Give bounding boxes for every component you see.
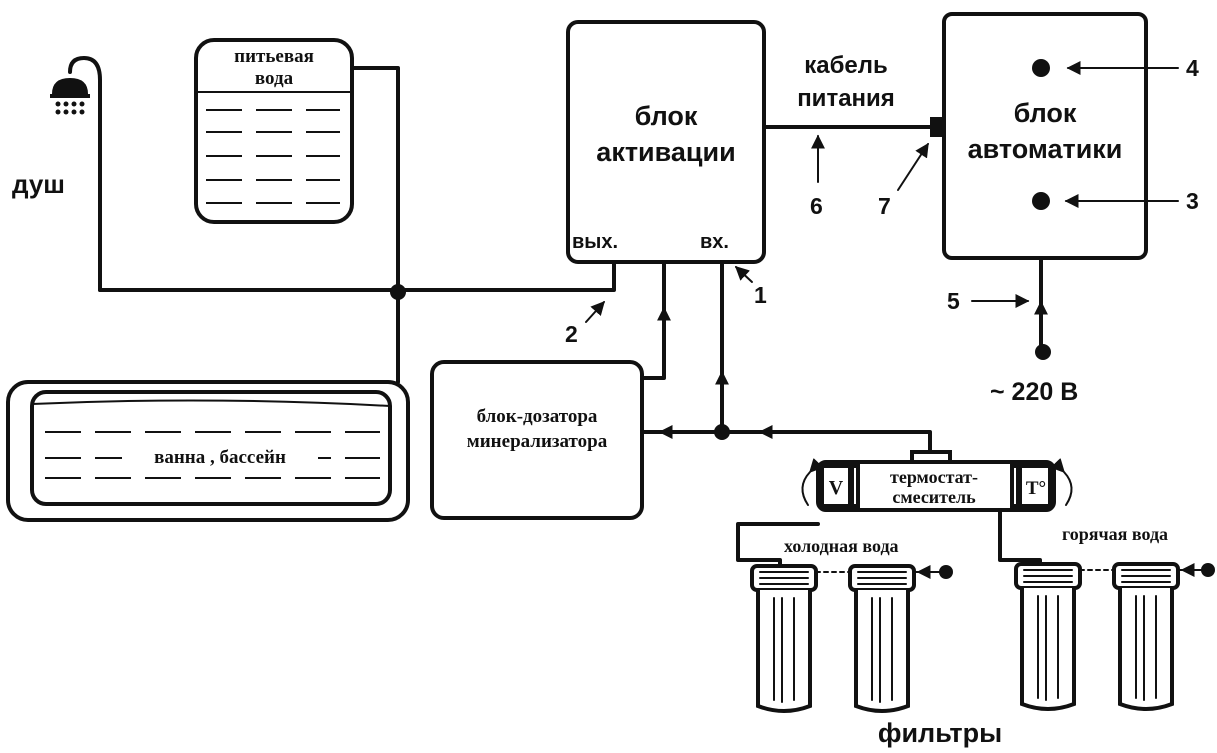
- thermostat-label-2: смеситель: [892, 487, 976, 507]
- filter-cold-1: [750, 564, 818, 713]
- automation-unit-label-2: автоматики: [968, 134, 1123, 164]
- hot-water-pipe: [998, 508, 1042, 572]
- indicator-light-top: [1032, 59, 1050, 77]
- cold-water-label: холодная вода: [784, 536, 899, 556]
- shower-label: душ: [12, 169, 65, 199]
- indicator-light-bottom: [1032, 192, 1050, 210]
- callouts: 1 2 3 4 5 6 7: [565, 55, 1199, 347]
- filter-hot-1: [1014, 562, 1082, 711]
- callout-7: 7: [878, 193, 891, 219]
- callout-3: 3: [1186, 188, 1199, 214]
- filter-cartridges: [750, 562, 1215, 713]
- hot-water-label: горячая вода: [1062, 524, 1168, 544]
- callout-2: 2: [565, 321, 578, 347]
- power-cable-label-1: кабель: [804, 52, 888, 79]
- drinking-water-tank: [194, 38, 354, 224]
- temperature-mark: T°: [1026, 478, 1046, 499]
- volume-mark: V: [829, 477, 844, 499]
- automation-unit: [942, 12, 1148, 260]
- filter-hot-2: [1112, 562, 1180, 711]
- junction-node-left: [390, 284, 406, 300]
- callout-4: 4: [1186, 55, 1199, 81]
- dosing-mineralizer-unit: [430, 360, 644, 520]
- inlet-label: вх.: [700, 231, 729, 253]
- drinking-water-label-2: вода: [255, 68, 294, 89]
- outlet-label: вых.: [572, 231, 618, 253]
- dosing-unit-label-1: блок-дозатора: [477, 406, 598, 427]
- drinking-water-label-1: питьевая: [234, 46, 314, 67]
- shower-head-icon: [50, 56, 102, 292]
- temperature-knob-arrow-icon: [1050, 458, 1073, 506]
- thermostat-label-1: термостат-: [890, 467, 978, 487]
- voltage-label: ~ 220 В: [990, 378, 1078, 406]
- callout-5: 5: [947, 288, 960, 314]
- bath-pool-label: ванна , бассейн: [154, 447, 286, 468]
- thermostat-mixer: [816, 450, 1056, 512]
- automation-unit-label-1: блок: [1014, 98, 1077, 128]
- volume-knob-arrow-icon: [801, 458, 824, 506]
- mixer-outlet-pipe: [720, 430, 932, 464]
- power-cable-label-2: питания: [797, 85, 895, 112]
- outlet-pipe: [98, 260, 616, 292]
- callout-6: 6: [810, 193, 823, 219]
- activation-unit-label-1: блок: [635, 101, 698, 131]
- filters-label: фильтры: [878, 718, 1002, 748]
- dosing-unit-label-2: минерализатора: [467, 431, 608, 452]
- bath-pool: [6, 380, 410, 522]
- filter-cold-2: [848, 564, 916, 713]
- dosing-to-activation-pipe: [640, 260, 666, 380]
- drinking-water-pipe: [350, 66, 400, 384]
- callout-1: 1: [754, 282, 767, 308]
- activation-unit-label-2: активации: [596, 137, 735, 167]
- mains-terminal: [1035, 344, 1051, 360]
